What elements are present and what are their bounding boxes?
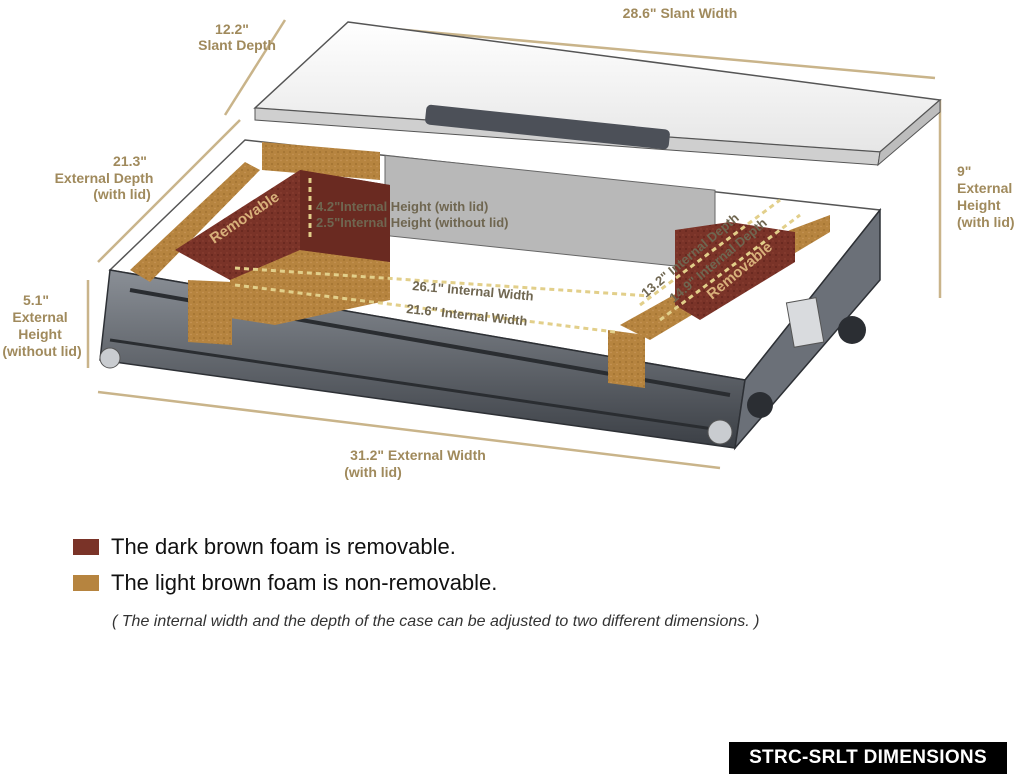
external-height-nolid-label2: Height bbox=[18, 326, 62, 342]
wheel-icon bbox=[707, 419, 733, 445]
external-depth-value: 21.3" bbox=[113, 153, 147, 169]
external-depth-note: (with lid) bbox=[93, 186, 151, 202]
case-diagram: 12.2" Slant Depth 28.6" Slant Width 21.3… bbox=[2, 5, 1015, 480]
dark-foam-swatch bbox=[73, 539, 99, 555]
external-width-note: (with lid) bbox=[344, 464, 402, 480]
product-badge: STRC-SRLT DIMENSIONS bbox=[729, 742, 1007, 774]
internal-height-lid-label: 4.2"Internal Height (with lid) bbox=[316, 199, 488, 214]
legend-light-text: The light brown foam is non-removable. bbox=[111, 570, 498, 595]
legend-dark-foam: The dark brown foam is removable. bbox=[73, 534, 456, 560]
dark-foam bbox=[175, 170, 795, 320]
external-height-nolid-value: 5.1" bbox=[23, 292, 49, 308]
external-width-line bbox=[97, 390, 721, 470]
legend-light-foam: The light brown foam is non-removable. bbox=[73, 570, 497, 596]
wheel-icon bbox=[838, 316, 866, 344]
case-hardware bbox=[99, 297, 866, 445]
external-height-nolid-note: (without lid) bbox=[2, 343, 81, 359]
case-lid bbox=[253, 21, 942, 167]
slant-depth-label: Slant Depth bbox=[198, 37, 276, 53]
light-foam-swatch bbox=[73, 575, 99, 591]
external-width-label: 31.2" External Width bbox=[350, 447, 486, 463]
slant-width-line bbox=[349, 23, 936, 80]
external-height-lid-label: External bbox=[957, 180, 1012, 196]
external-height-lid-note: (with lid) bbox=[957, 214, 1015, 230]
removable-foam-right bbox=[675, 222, 795, 320]
slant-width-label: 28.6" Slant Width bbox=[623, 5, 738, 21]
external-height-lid-value: 9" bbox=[957, 163, 971, 179]
external-depth-label: External Depth bbox=[55, 170, 154, 186]
dimension-lines bbox=[86, 19, 942, 470]
internal-height-nolid-label: 2.5"Internal Height (without lid) bbox=[316, 215, 509, 230]
wheel-icon bbox=[747, 392, 773, 418]
latch-icon bbox=[785, 297, 825, 348]
legend-dark-text: The dark brown foam is removable. bbox=[111, 534, 456, 559]
wheel-icon bbox=[99, 347, 121, 369]
adjustment-note: ( The internal width and the depth of th… bbox=[112, 613, 760, 630]
slant-depth-line bbox=[223, 19, 287, 116]
external-height-nolid-label: External bbox=[12, 309, 67, 325]
external-height-lid-label2: Height bbox=[957, 197, 1001, 213]
lid-handle bbox=[425, 104, 670, 150]
internal-dimension-lines bbox=[234, 178, 801, 334]
slant-depth-value: 12.2" bbox=[215, 21, 249, 37]
external-depth-line bbox=[97, 119, 241, 263]
